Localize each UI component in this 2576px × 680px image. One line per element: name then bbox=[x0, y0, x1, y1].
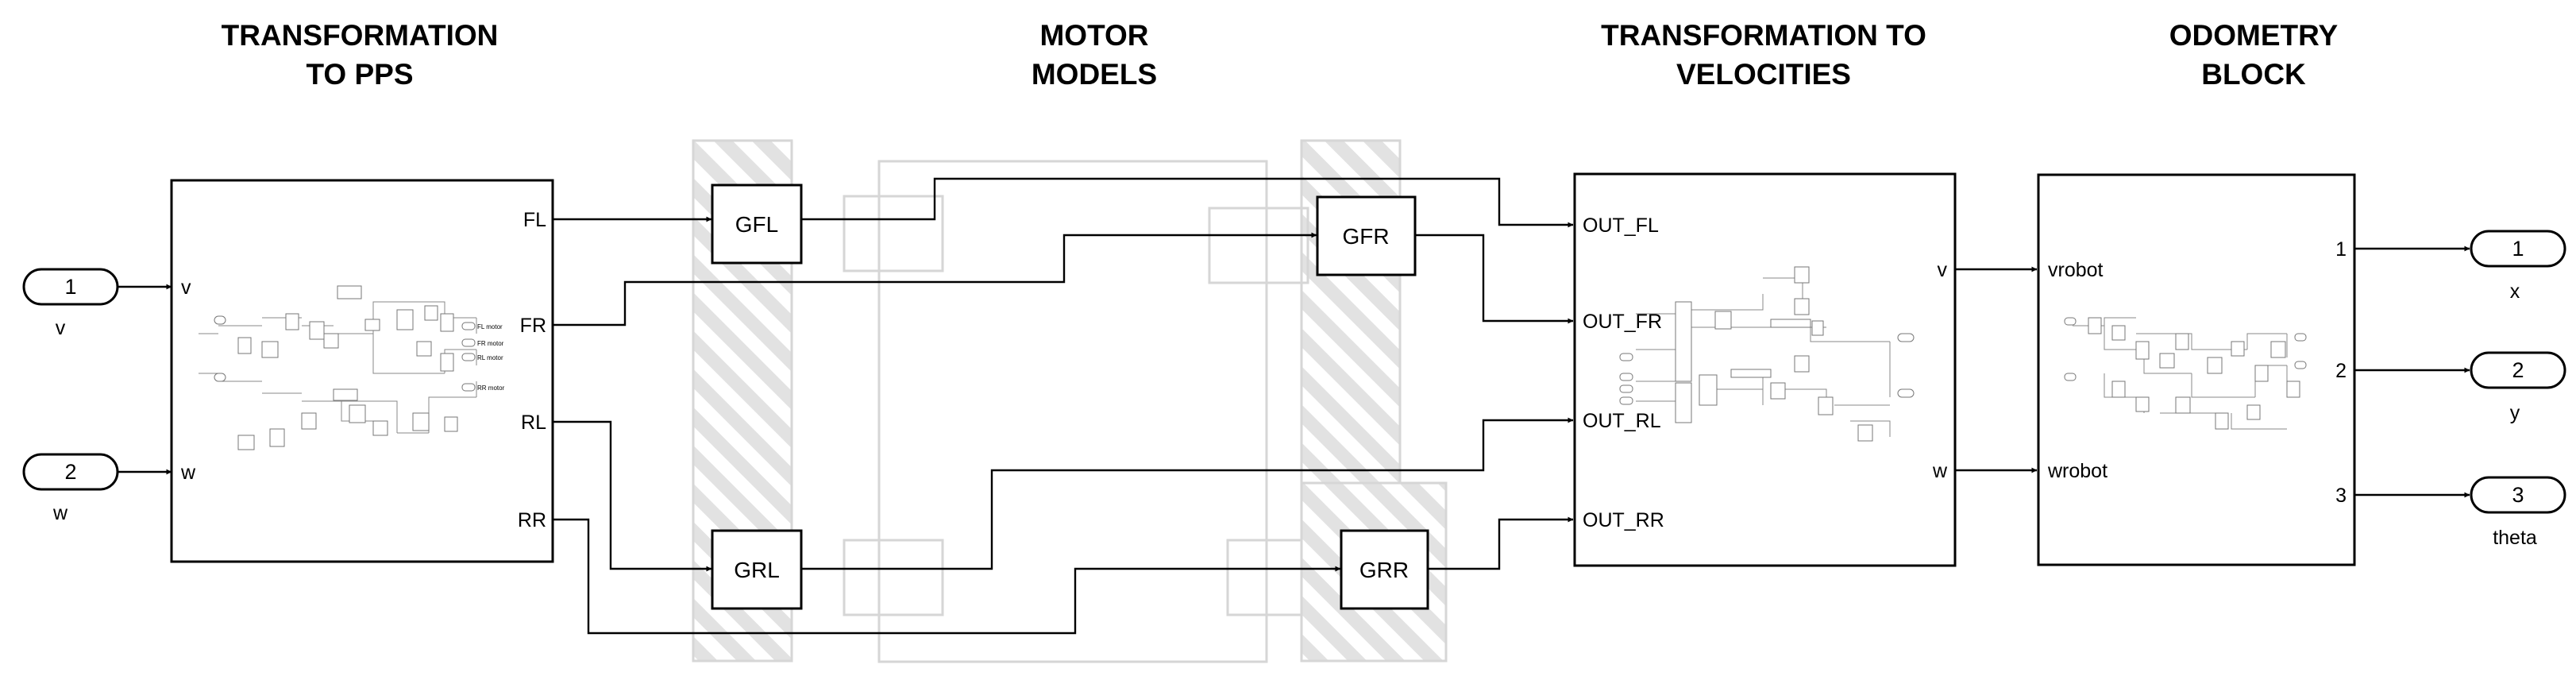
odometry-subsystem-block[interactable]: vrobot wrobot 1 2 3 bbox=[2037, 173, 2356, 566]
odo-output-1: 1 bbox=[2335, 238, 2347, 261]
pps-internal-rr-motor: RR motor bbox=[477, 384, 505, 392]
odo-output-2: 2 bbox=[2335, 360, 2347, 382]
title-pps-line1: TRANSFORMATION bbox=[222, 19, 499, 52]
outport-y-shape[interactable] bbox=[2470, 351, 2566, 389]
outport-x[interactable]: 1 x bbox=[2470, 230, 2566, 303]
grr-label: GRR bbox=[1359, 558, 1409, 582]
odo-input-wrobot: wrobot bbox=[2047, 460, 2107, 482]
gfr-frame[interactable] bbox=[1316, 195, 1417, 276]
odometry-internal-thumbnail bbox=[2064, 317, 2307, 430]
pps-subsystem-block[interactable]: v w FL FR RL RR bbox=[170, 179, 554, 563]
grl-label: GRL bbox=[734, 558, 780, 582]
title-motor-line1: MOTOR bbox=[1039, 19, 1148, 52]
grr-frame[interactable] bbox=[1340, 529, 1429, 610]
outport-theta-number: 3 bbox=[2512, 483, 2524, 507]
title-motor-models: MOTOR MODELS bbox=[1032, 19, 1157, 91]
outport-x-shape[interactable] bbox=[2470, 230, 2566, 268]
pps-internal-rl-motor: RL motor bbox=[477, 354, 503, 361]
pps-internal-fr-motor: FR motor bbox=[477, 340, 504, 347]
inport-w-name: w bbox=[52, 502, 68, 524]
ghost-box-1 bbox=[843, 195, 944, 272]
wire-out-fr bbox=[1415, 234, 1574, 324]
outport-theta-shape[interactable] bbox=[2470, 476, 2566, 514]
outport-theta[interactable]: 3 theta bbox=[2470, 476, 2566, 549]
title-pps-line2: TO PPS bbox=[306, 58, 413, 91]
outport-theta-name: theta bbox=[2493, 527, 2537, 549]
title-motor-line2: MODELS bbox=[1032, 58, 1157, 91]
pps-output-fl: FL bbox=[523, 209, 546, 231]
gfr-label: GFR bbox=[1342, 224, 1389, 249]
motor-block-gfl[interactable]: GFL bbox=[711, 184, 803, 265]
motor-block-grr[interactable]: GRR bbox=[1340, 529, 1429, 610]
pps-output-rr: RR bbox=[518, 509, 546, 531]
gfl-label: GFL bbox=[735, 212, 778, 237]
motor-block-grl[interactable]: GRL bbox=[711, 529, 803, 610]
vel-input-out-rl: OUT_RL bbox=[1583, 410, 1661, 432]
vel-output-v: v bbox=[1938, 259, 1948, 281]
gfl-frame[interactable] bbox=[711, 184, 803, 265]
ghost-box-3 bbox=[843, 539, 944, 616]
outport-y-number: 2 bbox=[2512, 358, 2524, 382]
odo-output-3: 3 bbox=[2335, 485, 2347, 507]
vel-input-out-fr: OUT_FR bbox=[1583, 311, 1662, 333]
outport-x-name: x bbox=[2510, 280, 2520, 303]
outport-y-name: y bbox=[2510, 402, 2520, 424]
wire-fr bbox=[553, 232, 1317, 326]
ghost-box-2 bbox=[1208, 207, 1309, 284]
inport-v-number: 1 bbox=[64, 275, 76, 299]
title-transformation-to-pps: TRANSFORMATION TO PPS bbox=[222, 19, 499, 91]
wire-out-rl bbox=[801, 417, 1574, 570]
odometry-block-frame[interactable] bbox=[2037, 173, 2356, 566]
wire-out-rr bbox=[1428, 516, 1574, 570]
vel-output-w: w bbox=[1932, 460, 1948, 482]
inport-w-number: 2 bbox=[64, 460, 76, 484]
velocities-internal-thumbnail bbox=[1619, 266, 1915, 442]
grl-frame[interactable] bbox=[711, 529, 803, 610]
vel-input-out-rr: OUT_RR bbox=[1583, 509, 1664, 531]
title-odo-line1: ODOMETRY bbox=[2169, 19, 2339, 52]
velocities-subsystem-block[interactable]: OUT_FL OUT_FR OUT_RL OUT_RR v w bbox=[1573, 172, 1957, 567]
pps-output-fr: FR bbox=[520, 315, 546, 337]
pps-input-v: v bbox=[181, 276, 191, 299]
outport-y[interactable]: 2 y bbox=[2470, 351, 2566, 424]
motor-block-gfr[interactable]: GFR bbox=[1316, 195, 1417, 276]
title-odometry-block: ODOMETRY BLOCK bbox=[2169, 19, 2339, 91]
pps-internal-fl-motor: FL motor bbox=[477, 323, 503, 330]
title-vel-line1: TRANSFORMATION TO bbox=[1601, 19, 1926, 52]
wire-rr bbox=[553, 518, 1341, 635]
vel-input-out-fl: OUT_FL bbox=[1583, 214, 1659, 237]
inport-w[interactable]: 2 w bbox=[22, 453, 119, 524]
title-vel-line2: VELOCITIES bbox=[1676, 58, 1851, 91]
wire-out-fl bbox=[801, 177, 1574, 228]
pps-input-w: w bbox=[180, 462, 196, 484]
inport-v[interactable]: 1 v bbox=[22, 268, 119, 339]
wire-rl bbox=[553, 420, 712, 572]
odo-input-vrobot: vrobot bbox=[2048, 259, 2104, 281]
pps-block-frame[interactable] bbox=[170, 179, 554, 563]
title-transformation-to-velocities: TRANSFORMATION TO VELOCITIES bbox=[1601, 19, 1926, 91]
pps-internal-thumbnail: FL motor FR motor RL motor RR motor bbox=[199, 285, 505, 450]
signal-wires bbox=[118, 177, 2470, 635]
pps-output-rl: RL bbox=[521, 411, 546, 434]
inport-v-name: v bbox=[56, 317, 66, 339]
outport-x-number: 1 bbox=[2512, 237, 2524, 261]
title-odo-line2: BLOCK bbox=[2201, 58, 2306, 91]
